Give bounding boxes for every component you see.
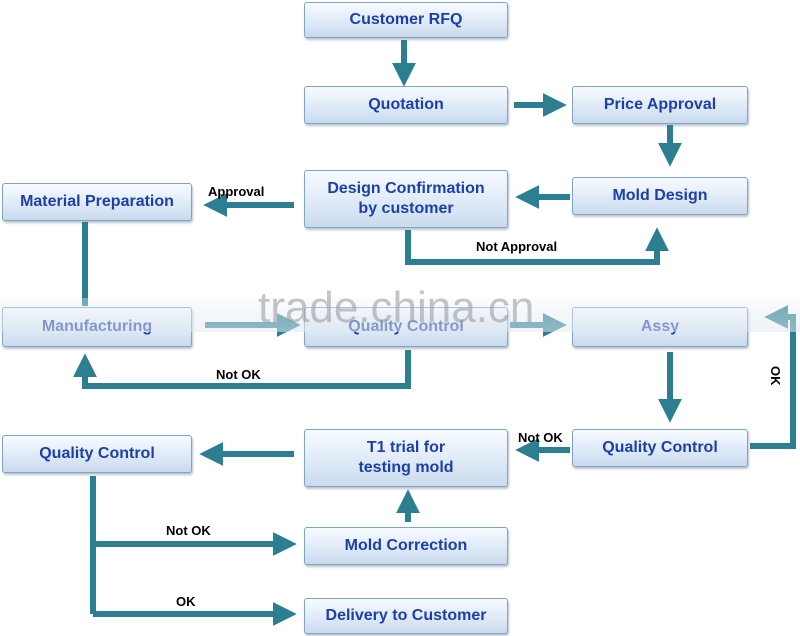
watermark-text: trade.china.cn [258, 283, 535, 332]
node-label: Customer RFQ [349, 11, 463, 28]
node-label-line2: by customer [358, 200, 454, 217]
node-label: Delivery to Customer [325, 607, 487, 624]
node-t1-trial: T1 trial for testing mold [304, 429, 508, 487]
node-quality-control-left: Quality Control [2, 435, 192, 473]
node-quotation: Quotation [304, 86, 508, 124]
node-label-line2: testing mold [358, 459, 454, 476]
arrow-not-approval-loop [405, 227, 669, 265]
node-quality-control-right: Quality Control [572, 429, 748, 467]
node-label: Price Approval [603, 96, 717, 113]
node-customer-rfq: Customer RFQ [304, 2, 508, 38]
edge-label-not-approval: Not Approval [476, 239, 558, 254]
edge-label-ok-left: OK [176, 594, 196, 609]
node-label: Quality Control [39, 445, 155, 462]
node-label: Material Preparation [20, 193, 174, 210]
node-mold-design: Mold Design [572, 177, 748, 215]
node-label: Quotation [368, 96, 444, 113]
edge-label-approval: Approval [208, 184, 265, 199]
node-label: Quality Control [602, 439, 718, 456]
node-design-confirmation: Design Confirmation by customer [304, 170, 508, 228]
edge-label-not-ok-right: Not OK [518, 430, 563, 445]
edge-label-not-ok-mid: Not OK [216, 367, 261, 382]
node-label-line1: T1 trial for [366, 439, 446, 456]
arrow-not-ok-back-to-manufacturing [73, 350, 411, 389]
node-price-approval: Price Approval [572, 86, 748, 124]
node-label-line1: Design Confirmation [327, 180, 485, 197]
node-mold-correction: Mold Correction [304, 527, 508, 565]
edge-label-ok-right: OK [768, 366, 783, 386]
edge-label-not-ok-left: Not OK [166, 523, 211, 538]
node-material-preparation: Material Preparation [2, 183, 192, 221]
node-delivery-to-customer: Delivery to Customer [304, 598, 508, 634]
watermark-band [0, 298, 800, 332]
node-label: Mold Design [612, 187, 708, 204]
node-label: Mold Correction [344, 537, 468, 554]
